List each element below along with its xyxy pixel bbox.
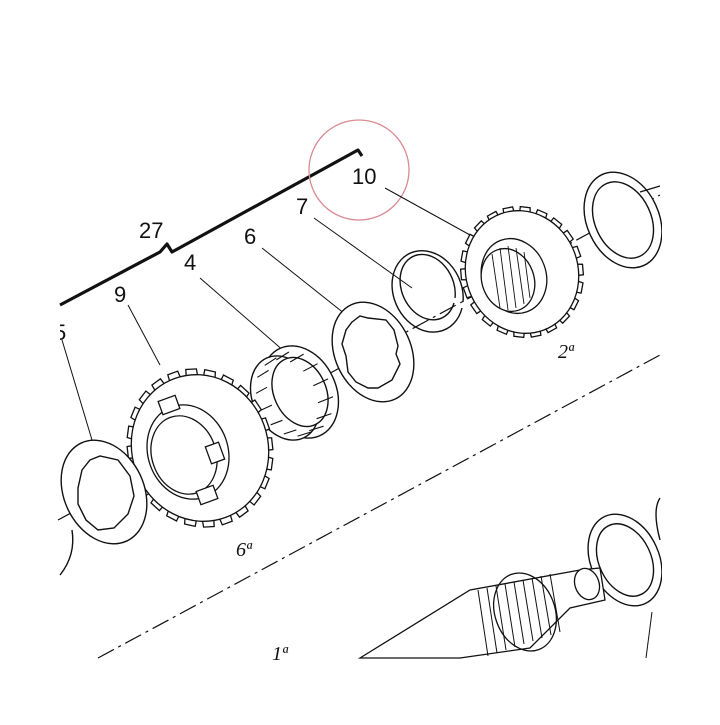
lower-ring-right-edge xyxy=(655,497,661,541)
lower-axis-line xyxy=(97,354,661,659)
bearing-needles xyxy=(255,351,334,437)
leader-4 xyxy=(199,277,286,353)
bearing-needle xyxy=(260,404,273,411)
sixth-gear xyxy=(126,368,274,528)
bearing-needle xyxy=(316,413,332,420)
leader-10 xyxy=(384,187,471,236)
shaft-spline xyxy=(486,587,498,654)
needle-bearing xyxy=(249,345,340,441)
gear-label-first: 1ª xyxy=(272,643,289,665)
bearing-needle xyxy=(309,425,324,432)
bearing-needle xyxy=(297,431,312,437)
dog-tooth-bottom xyxy=(195,484,219,506)
bearing-needle xyxy=(313,378,329,387)
highlight-circle xyxy=(308,119,410,221)
gear-label-sixth: 6ª xyxy=(236,539,253,561)
leader-9 xyxy=(127,304,161,366)
bearing-needle xyxy=(283,429,297,435)
shaft-spline xyxy=(513,581,525,645)
bearing-needle xyxy=(276,351,290,361)
bearing-needle xyxy=(317,396,334,404)
lower-shaft xyxy=(357,567,606,659)
dog-tooth-right xyxy=(204,441,226,465)
bearing-needle xyxy=(303,363,318,372)
leader-7 xyxy=(313,217,413,289)
dog-tooth-top xyxy=(157,394,181,416)
shaft-spline xyxy=(477,589,489,657)
second-gear xyxy=(459,205,585,339)
splined-washer xyxy=(331,301,415,403)
gear-labels: 2ª 6ª 1ª xyxy=(236,341,575,665)
leader-6 xyxy=(261,247,351,319)
shaft-stub-right xyxy=(639,185,661,193)
left-splined-washer xyxy=(60,439,148,545)
bearing-needle xyxy=(255,386,268,394)
lower-thrust-washer xyxy=(587,513,663,607)
leader-5 xyxy=(61,339,96,451)
callout-27: 27 xyxy=(139,218,163,243)
callout-9: 9 xyxy=(114,282,126,307)
circlip xyxy=(391,250,464,333)
callout-6: 6 xyxy=(244,224,256,249)
crop-mask-bottom xyxy=(0,660,720,720)
shaft-spline xyxy=(504,583,516,648)
bracket-27 xyxy=(59,148,364,307)
bearing-needle xyxy=(270,419,283,426)
callout-labels: 10 27 7 6 4 9 5 xyxy=(54,164,376,345)
callout-4: 4 xyxy=(184,250,196,275)
shaft-splines xyxy=(477,573,561,657)
leader-lines xyxy=(61,187,471,451)
shaft-spline xyxy=(540,575,552,636)
shaft-spline xyxy=(495,585,507,651)
crop-mask-right xyxy=(662,0,720,720)
thrust-washer-right xyxy=(583,171,663,269)
partial-ring-left xyxy=(59,529,74,576)
shaft-spline xyxy=(522,579,534,642)
callout-10: 10 xyxy=(352,164,376,189)
second-gear-splines xyxy=(491,245,531,311)
lower-washer-leader xyxy=(645,611,653,659)
bearing-needle xyxy=(257,369,269,378)
callout-7: 7 xyxy=(296,194,308,219)
bearing-needle xyxy=(289,353,304,363)
callout-5: 5 xyxy=(54,320,66,345)
shaft-spline xyxy=(549,573,561,633)
bearing-needle xyxy=(264,357,277,366)
shaft-spline xyxy=(531,577,543,639)
gear-label-second: 2ª xyxy=(558,341,575,363)
